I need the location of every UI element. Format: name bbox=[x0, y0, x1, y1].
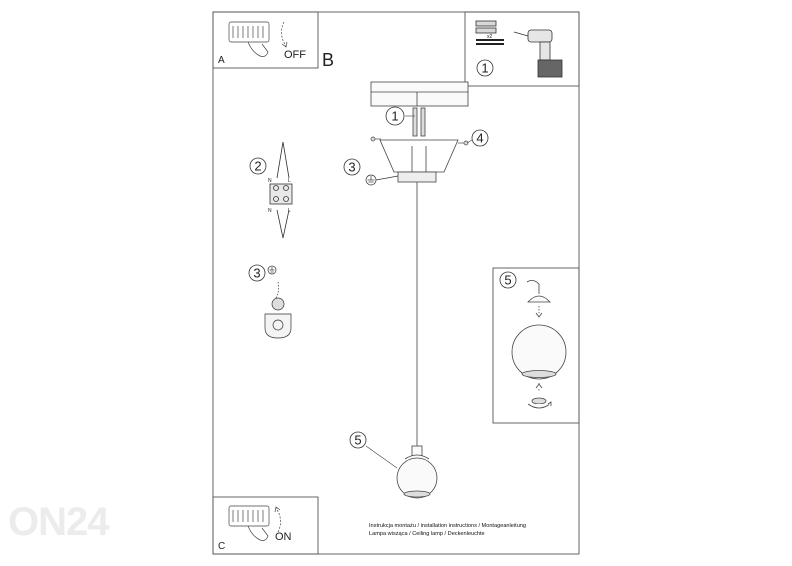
mounting-bracket bbox=[379, 107, 459, 183]
panel-a-state: OFF bbox=[284, 49, 306, 61]
switch-off-icon bbox=[228, 21, 288, 57]
step-3-main-badge bbox=[343, 158, 361, 176]
tools-panel-frame bbox=[464, 11, 580, 87]
shade-step-main-number: 5 bbox=[354, 433, 361, 448]
dowel-step-number: 1 bbox=[481, 61, 488, 76]
wiring-bottom-l: L bbox=[288, 208, 291, 214]
wiring-top-l: L bbox=[288, 178, 291, 184]
panel-c-frame bbox=[212, 496, 319, 555]
panel-a-frame bbox=[212, 11, 319, 69]
on24-watermark: ON24 bbox=[8, 500, 109, 544]
step-3-left-badge bbox=[248, 264, 266, 282]
globe-shade bbox=[396, 445, 438, 499]
wiring-bottom-n: N bbox=[268, 208, 272, 214]
step-2-badge bbox=[249, 157, 267, 175]
dowels-icon bbox=[475, 20, 504, 45]
panel-a-letter: A bbox=[218, 55, 225, 66]
wiring-top-n: N bbox=[268, 178, 272, 184]
dowel-quantity: x2 bbox=[487, 34, 493, 40]
shade-step-detail-number: 5 bbox=[504, 273, 511, 288]
footer-caption: Instrukcja montażu / installation instru… bbox=[369, 522, 591, 538]
ground-connector-icon bbox=[264, 265, 292, 339]
step-1-badge bbox=[476, 59, 494, 77]
ground-symbol-icon bbox=[365, 174, 399, 186]
step-1-callout-badge bbox=[385, 106, 405, 126]
dowel-callout-number: 1 bbox=[391, 109, 398, 124]
drill-icon bbox=[513, 29, 563, 78]
step-5-main-badge bbox=[349, 431, 367, 449]
shade-assembly-icon bbox=[511, 280, 567, 409]
step-4-badge bbox=[471, 129, 489, 147]
footer-line-2: Lampa wisząca / Ceiling lamp / Deckenleu… bbox=[369, 531, 485, 537]
panel-c-state: ON bbox=[275, 531, 292, 543]
terminal-block-icon bbox=[269, 141, 293, 239]
ground-step-main-number: 3 bbox=[348, 160, 355, 175]
switch-on-icon bbox=[228, 505, 281, 541]
screw-step-number: 4 bbox=[476, 131, 483, 146]
step-5-detail-badge bbox=[499, 271, 517, 289]
ceiling-mount bbox=[370, 81, 469, 107]
screw-icon bbox=[370, 136, 469, 146]
panel-c-letter: C bbox=[218, 541, 225, 552]
footer-line-1: Instrukcja montażu / installation instru… bbox=[369, 523, 527, 529]
wiring-step-number: 2 bbox=[254, 159, 261, 174]
shade-detail-frame bbox=[492, 267, 580, 424]
ground-step-left-number: 3 bbox=[253, 266, 260, 281]
panel-b-letter: B bbox=[322, 50, 334, 70]
